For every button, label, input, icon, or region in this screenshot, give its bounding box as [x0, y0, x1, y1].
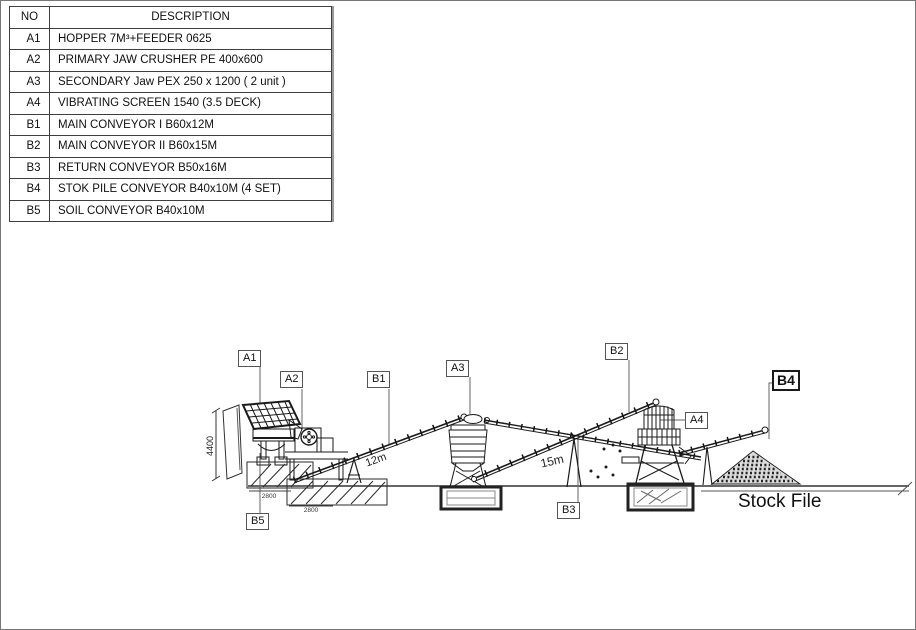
dim-12m: 12m [364, 451, 388, 470]
row-no: B1 [9, 113, 50, 136]
secondary-crusher-a3 [448, 417, 490, 488]
screen-foundation [626, 482, 695, 512]
table-row: B1 MAIN CONVEYOR I B60x12M [9, 113, 332, 136]
row-description: PRIMARY JAW CRUSHER PE 400x600 [49, 49, 332, 72]
table-row: A2 PRIMARY JAW CRUSHER PE 400x600 [9, 49, 332, 72]
row-description: SOIL CONVEYOR B40x10M [49, 199, 332, 222]
secondary-foundation [439, 485, 503, 511]
table-row: B2 MAIN CONVEYOR II B60x15M [9, 135, 332, 158]
row-no: A3 [9, 70, 50, 93]
label-a1: A1 [238, 350, 262, 367]
label-leader-lines [259, 360, 772, 513]
table-row: B4 STOK PILE CONVEYOR B40x10M (4 SET) [9, 178, 332, 201]
table-row: B5 SOIL CONVEYOR B40x10M [9, 199, 332, 222]
label-b5: B5 [246, 513, 270, 530]
conveyor-b4 [678, 426, 769, 486]
dim-2800-right: 2800 [304, 507, 319, 514]
label-a2: A2 [280, 371, 304, 388]
col-header-no: NO [9, 6, 50, 29]
row-description: STOK PILE CONVEYOR B40x10M (4 SET) [49, 178, 332, 201]
table-row: A1 HOPPER 7M³+FEEDER 0625 [9, 27, 332, 50]
flywheel-icon [300, 428, 318, 446]
primary-foundation: 2800 2800 [246, 461, 388, 514]
dim-2800-left: 2800 [262, 493, 277, 500]
jaw-crusher-a2 [285, 427, 348, 481]
row-description: VIBRATING SCREEN 1540 (3.5 DECK) [49, 92, 332, 115]
table-row: A4 VIBRATING SCREEN 1540 (3.5 DECK) [9, 92, 332, 115]
label-b3: B3 [557, 502, 581, 519]
label-b4: B4 [772, 370, 800, 391]
hopper-a1 [241, 399, 303, 466]
stock-pile [710, 450, 802, 485]
dim-4400: 4400 [205, 436, 215, 456]
label-a3: A3 [446, 360, 470, 377]
label-b1: B1 [367, 371, 391, 388]
vibrating-screen-a4 [621, 405, 692, 484]
row-no: A2 [9, 49, 50, 72]
conveyor-b3 [483, 417, 702, 479]
label-b2: B2 [605, 343, 629, 360]
equipment-table: NO DESCRIPTION A1 HOPPER 7M³+FEEDER 0625… [9, 6, 334, 222]
row-no: B2 [9, 135, 50, 158]
row-description: RETURN CONVEYOR B50x16M [49, 156, 332, 179]
table-row: B3 RETURN CONVEYOR B50x16M [9, 156, 332, 179]
label-a4: A4 [685, 412, 709, 429]
row-no: B5 [9, 199, 50, 222]
conveyor-b1: 12m [292, 413, 483, 484]
dim-15m: 15m [539, 452, 565, 471]
conveyor-b2: 15m [471, 398, 660, 488]
row-description: MAIN CONVEYOR II B60x15M [49, 135, 332, 158]
soil-conveyor-b5-belt [257, 443, 286, 451]
col-header-description: DESCRIPTION [49, 6, 332, 29]
table-row: A3 SECONDARY Jaw PEX 250 x 1200 ( 2 unit… [9, 70, 332, 93]
row-description: MAIN CONVEYOR I B60x12M [49, 113, 332, 136]
stock-pile-caption: Stock File [738, 491, 821, 512]
row-description: HOPPER 7M³+FEEDER 0625 [49, 27, 332, 50]
table-header-row: NO DESCRIPTION [9, 6, 332, 29]
row-description: SECONDARY Jaw PEX 250 x 1200 ( 2 unit ) [49, 70, 332, 93]
height-dimension: 4400 [205, 404, 243, 482]
row-no: A4 [9, 92, 50, 115]
row-no: B4 [9, 178, 50, 201]
